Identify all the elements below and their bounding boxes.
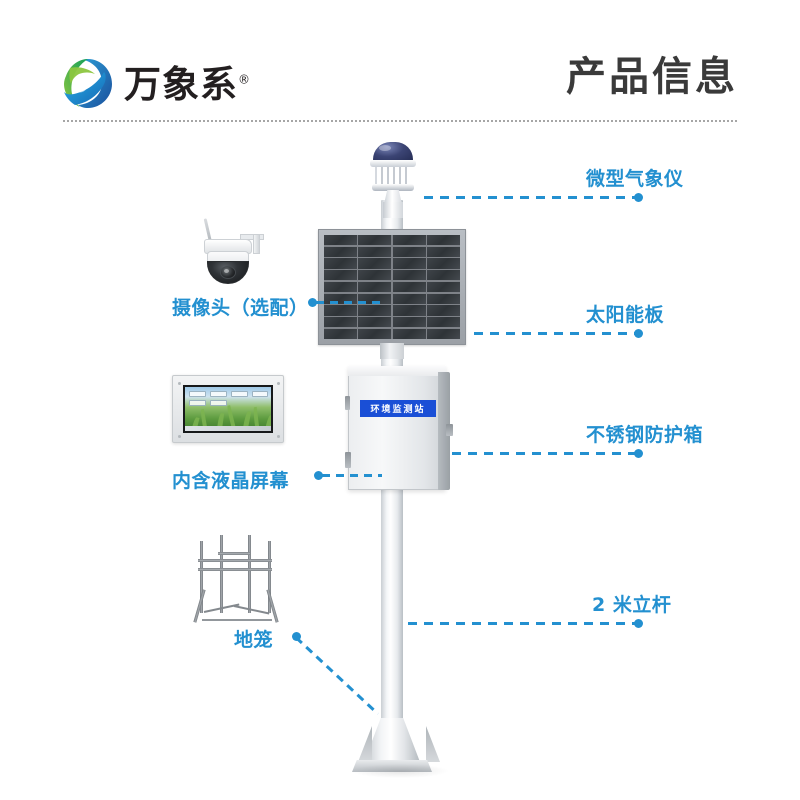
sensor-louvers: [375, 167, 411, 185]
pole-gusset-right: [426, 726, 440, 762]
pole-gusset-left: [358, 726, 372, 762]
sensor-dome: [373, 142, 413, 162]
leader-dot-solar-panel: [634, 329, 643, 338]
enclosure-latch-lower-left: [345, 452, 351, 468]
leader-dot-pole: [634, 619, 643, 628]
leader-line-lcd: [322, 474, 382, 477]
micro-weather-sensor: [370, 142, 416, 218]
leader-dot-camera: [308, 298, 317, 307]
callout-label-solar-panel: 太阳能板: [586, 304, 665, 326]
ground-cage: [190, 535, 282, 623]
callout-label-camera: 摄像头（选配）: [172, 297, 309, 319]
camera-bracket: [240, 234, 264, 240]
sensor-stem: [383, 202, 403, 218]
pole-base-plate: [352, 760, 432, 772]
leader-line-solar-panel: [474, 332, 638, 335]
callout-label-lcd: 内含液晶屏幕: [172, 470, 290, 492]
leader-line-ground-cage: [294, 636, 379, 715]
sensor-neck: [384, 190, 402, 204]
registered-mark: ®: [238, 72, 251, 87]
callout-label-weather-sensor: 微型气象仪: [586, 168, 684, 190]
leader-dot-weather-sensor: [634, 193, 643, 202]
pole-shadow: [352, 764, 448, 778]
enclosure-side-panel: [438, 372, 450, 490]
pole-flare: [364, 718, 420, 762]
solar-panel: [318, 229, 466, 345]
brand-logo: 万象系®: [60, 56, 251, 112]
globe-logo-icon: [60, 56, 116, 112]
leader-line-enclosure: [452, 452, 638, 455]
leader-dot-enclosure: [634, 449, 643, 458]
leader-line-weather-sensor: [424, 196, 636, 199]
leader-line-camera: [316, 301, 380, 304]
sensor-ring-top: [370, 160, 416, 167]
lcd-display-panel: [172, 375, 284, 443]
leader-dot-ground-cage: [292, 632, 301, 641]
lcd-screen: [183, 385, 273, 433]
callout-label-pole: 2 米立杆: [592, 594, 672, 616]
enclosure-top: [348, 366, 446, 376]
brand-name: 万象系®: [124, 62, 251, 106]
sensor-ring-bottom: [372, 184, 414, 191]
enclosure-latch-upper-left: [345, 396, 350, 410]
camera-lens: [220, 266, 236, 279]
enclosure-latch-right: [446, 424, 453, 436]
page-title: 产品信息: [566, 54, 738, 100]
stainless-steel-enclosure: [348, 366, 446, 490]
callout-label-ground-cage: 地笼: [234, 629, 274, 651]
callout-label-enclosure: 不锈钢防护箱: [586, 424, 704, 446]
camera-bracket-arm: [253, 234, 260, 254]
lcd-status-bar: [185, 426, 271, 431]
page-header: 万象系® 产品信息: [0, 0, 800, 130]
solar-panel-mount: [380, 343, 404, 359]
solar-cell-grid: [324, 235, 460, 339]
header-divider: [62, 120, 738, 122]
leader-line-pole: [408, 622, 638, 625]
ptz-camera: [196, 218, 268, 284]
leader-dot-lcd: [314, 471, 323, 480]
enclosure-nameplate: 环境监测站: [360, 400, 436, 417]
